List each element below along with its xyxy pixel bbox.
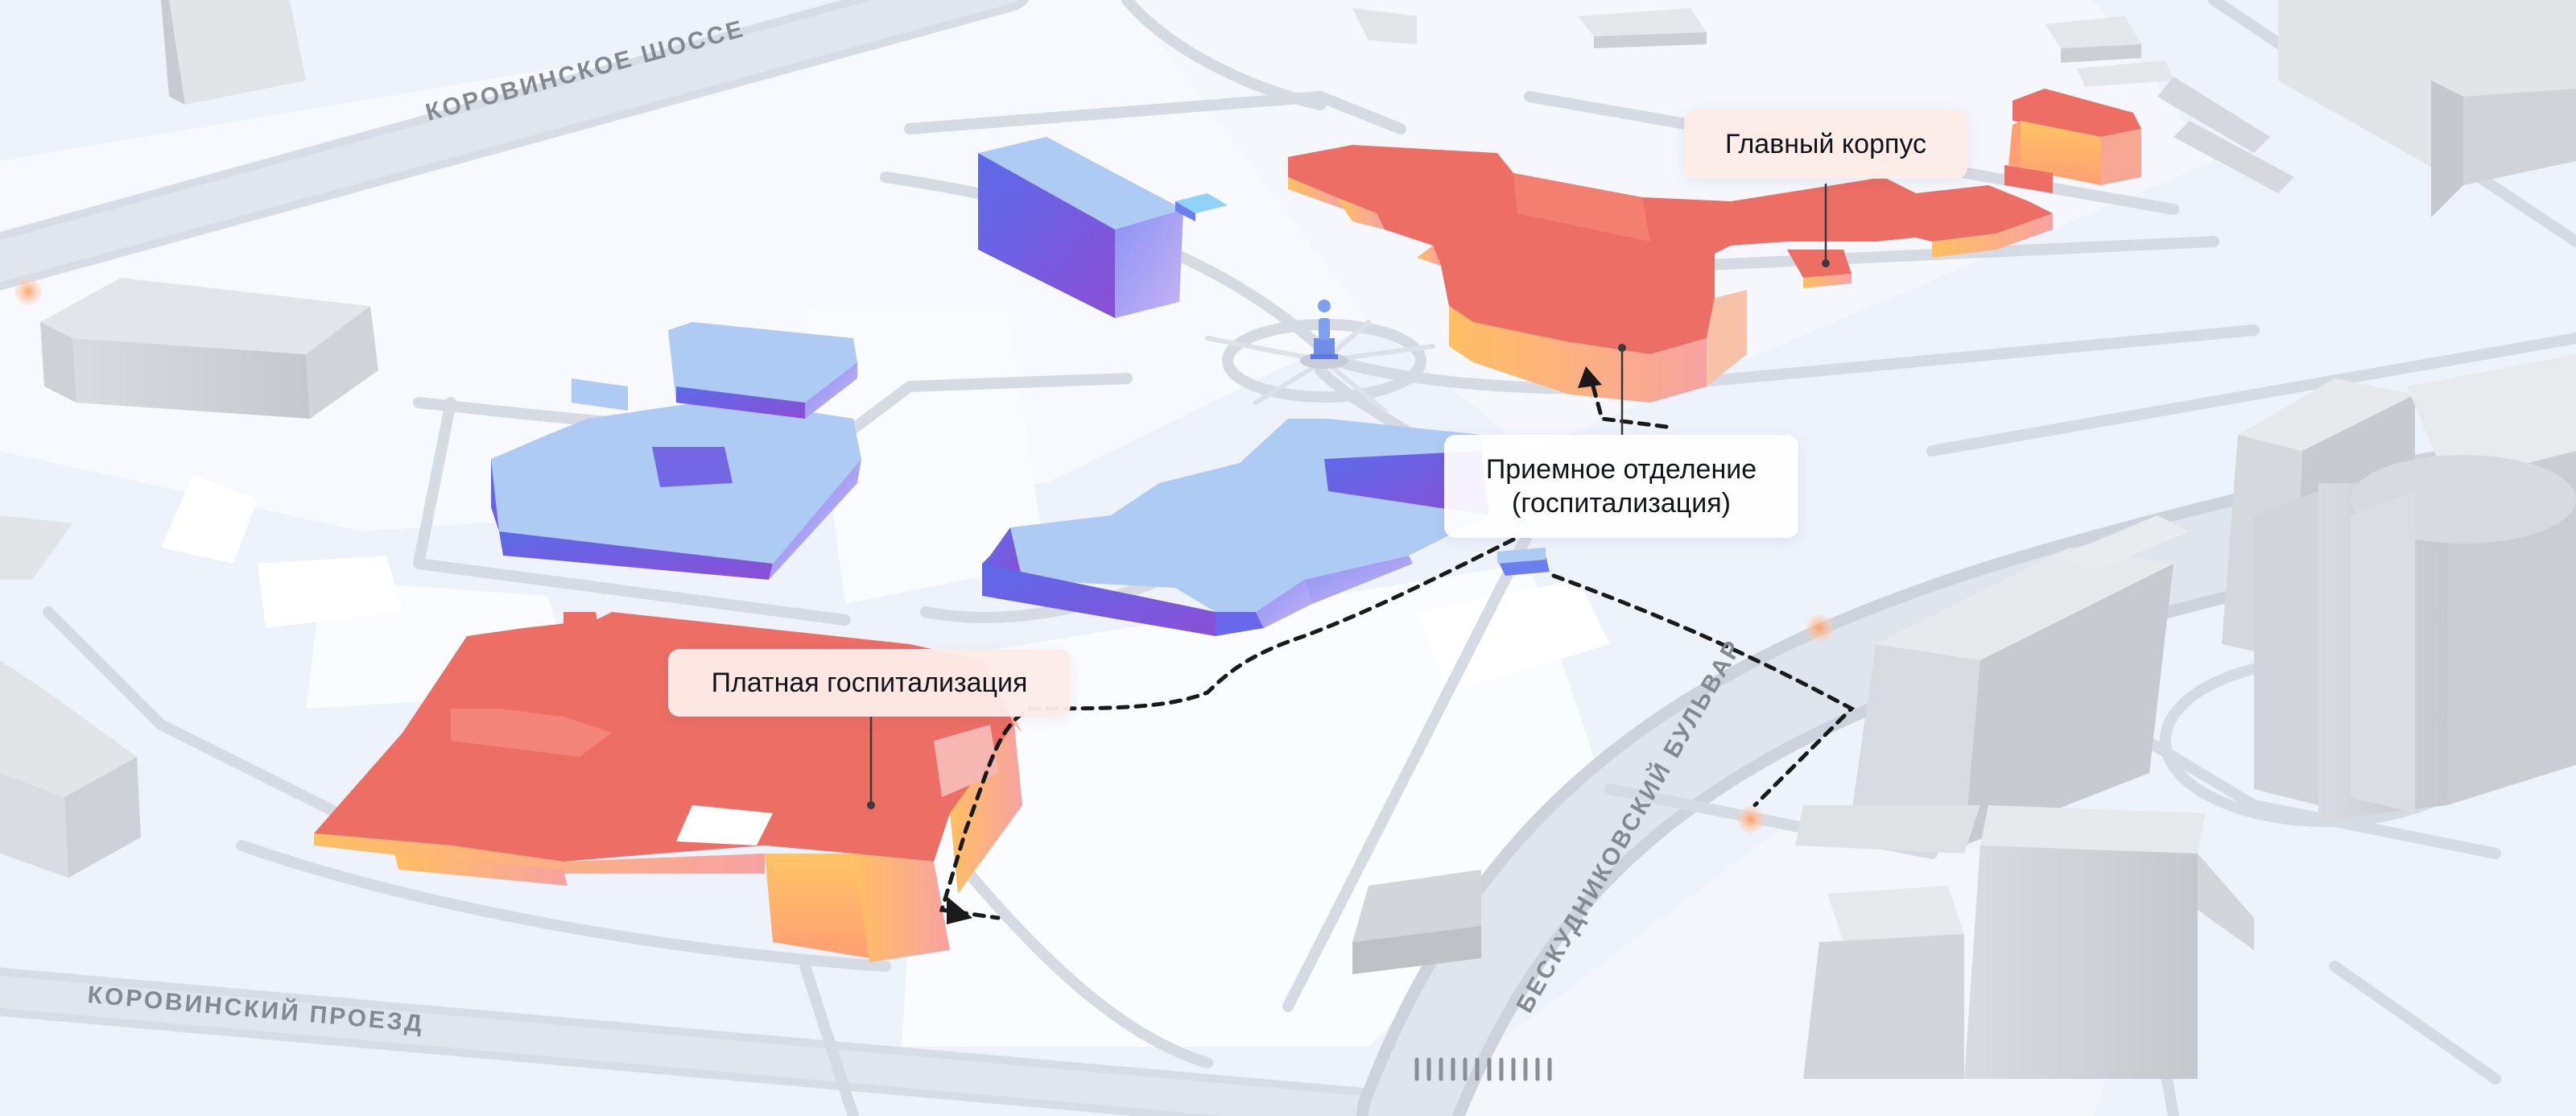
callout-admission-line2: (госпитализация) bbox=[1512, 488, 1731, 519]
location-dot-icon bbox=[14, 278, 42, 305]
callout-paid-hospitalization[interactable]: Платная госпитализация bbox=[668, 649, 1071, 717]
callout-pins bbox=[867, 259, 1830, 809]
routes bbox=[939, 372, 1856, 920]
neutral-buildings bbox=[0, 0, 2576, 1079]
callout-main-building-label: Главный корпус bbox=[1724, 129, 1927, 159]
arrow-head-paid bbox=[947, 896, 972, 924]
campus-buildings-secondary[interactable] bbox=[491, 137, 1550, 636]
callout-admission-line1: Приемное отделение bbox=[1485, 454, 1757, 485]
location-dot-icon bbox=[1806, 614, 1833, 642]
location-markers bbox=[14, 278, 1833, 833]
arrow-head-main bbox=[1578, 366, 1602, 388]
building-tall-block bbox=[978, 137, 1228, 318]
callout-paid-hospitalization-label: Платная госпитализация bbox=[711, 668, 1028, 698]
building-main bbox=[1288, 89, 2141, 403]
monument-icon bbox=[1300, 300, 1348, 369]
location-dot-icon bbox=[1737, 806, 1765, 833]
building-courtyard bbox=[491, 322, 861, 580]
callout-stems bbox=[869, 184, 1827, 805]
callout-admission[interactable]: Приемное отделение (госпитализация) bbox=[1444, 435, 1798, 538]
route-arrow-heads bbox=[947, 366, 1602, 924]
callout-main-building[interactable]: Главный корпус bbox=[1684, 110, 1967, 179]
